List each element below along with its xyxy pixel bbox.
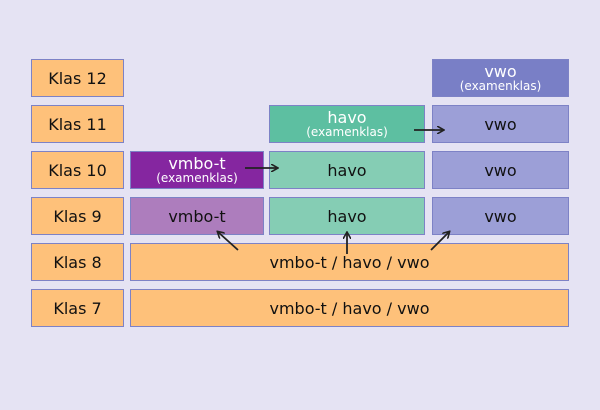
- havo-klas-10-text: havo: [327, 160, 367, 180]
- havo-klas-9-box: havo: [269, 197, 425, 235]
- klas-8-common-text: vmbo-t / havo / vwo: [269, 252, 430, 272]
- vmbo-t-klas-10-exam-box: vmbo-t (examenklas): [130, 151, 264, 189]
- vwo-klas-12-text: vwo: [484, 62, 517, 81]
- havo-klas-11-sub: (examenklas): [306, 125, 388, 139]
- vwo-klas-11-text: vwo: [484, 114, 517, 134]
- vwo-klas-9-box: vwo: [432, 197, 569, 235]
- vmbo-t-klas-10-text: vmbo-t: [168, 154, 226, 173]
- vwo-klas-12-sub: (examenklas): [459, 79, 542, 93]
- klas-9-label: Klas 9: [31, 197, 124, 235]
- klas-8-text: Klas 8: [53, 252, 102, 272]
- klas-12-label: Klas 12: [31, 59, 124, 97]
- vwo-klas-9-text: vwo: [484, 206, 517, 226]
- havo-klas-11-exam-box: havo (examenklas): [269, 105, 425, 143]
- klas-7-common-box: vmbo-t / havo / vwo: [130, 289, 569, 327]
- vwo-klas-10-box: vwo: [432, 151, 569, 189]
- vwo-klas-12-exam-box: vwo (examenklas): [432, 59, 569, 97]
- klas-10-label: Klas 10: [31, 151, 124, 189]
- vmbo-t-klas-9-box: vmbo-t: [130, 197, 264, 235]
- vmbo-t-klas-9-text: vmbo-t: [168, 206, 226, 226]
- vwo-klas-11-box: vwo: [432, 105, 569, 143]
- klas-8-common-box: vmbo-t / havo / vwo: [130, 243, 569, 281]
- vmbo-t-klas-10-sub: (examenklas): [156, 171, 238, 185]
- klas-9-text: Klas 9: [53, 206, 102, 226]
- havo-klas-10-box: havo: [269, 151, 425, 189]
- klas-11-label: Klas 11: [31, 105, 124, 143]
- klas-8-label: Klas 8: [31, 243, 124, 281]
- vwo-klas-10-text: vwo: [484, 160, 517, 180]
- havo-klas-11-text: havo: [327, 108, 367, 127]
- klas-7-label: Klas 7: [31, 289, 124, 327]
- havo-klas-9-text: havo: [327, 206, 367, 226]
- klas-10-text: Klas 10: [48, 160, 107, 180]
- klas-7-common-text: vmbo-t / havo / vwo: [269, 298, 430, 318]
- klas-11-text: Klas 11: [48, 114, 107, 134]
- klas-12-text: Klas 12: [48, 68, 107, 88]
- klas-7-text: Klas 7: [53, 298, 102, 318]
